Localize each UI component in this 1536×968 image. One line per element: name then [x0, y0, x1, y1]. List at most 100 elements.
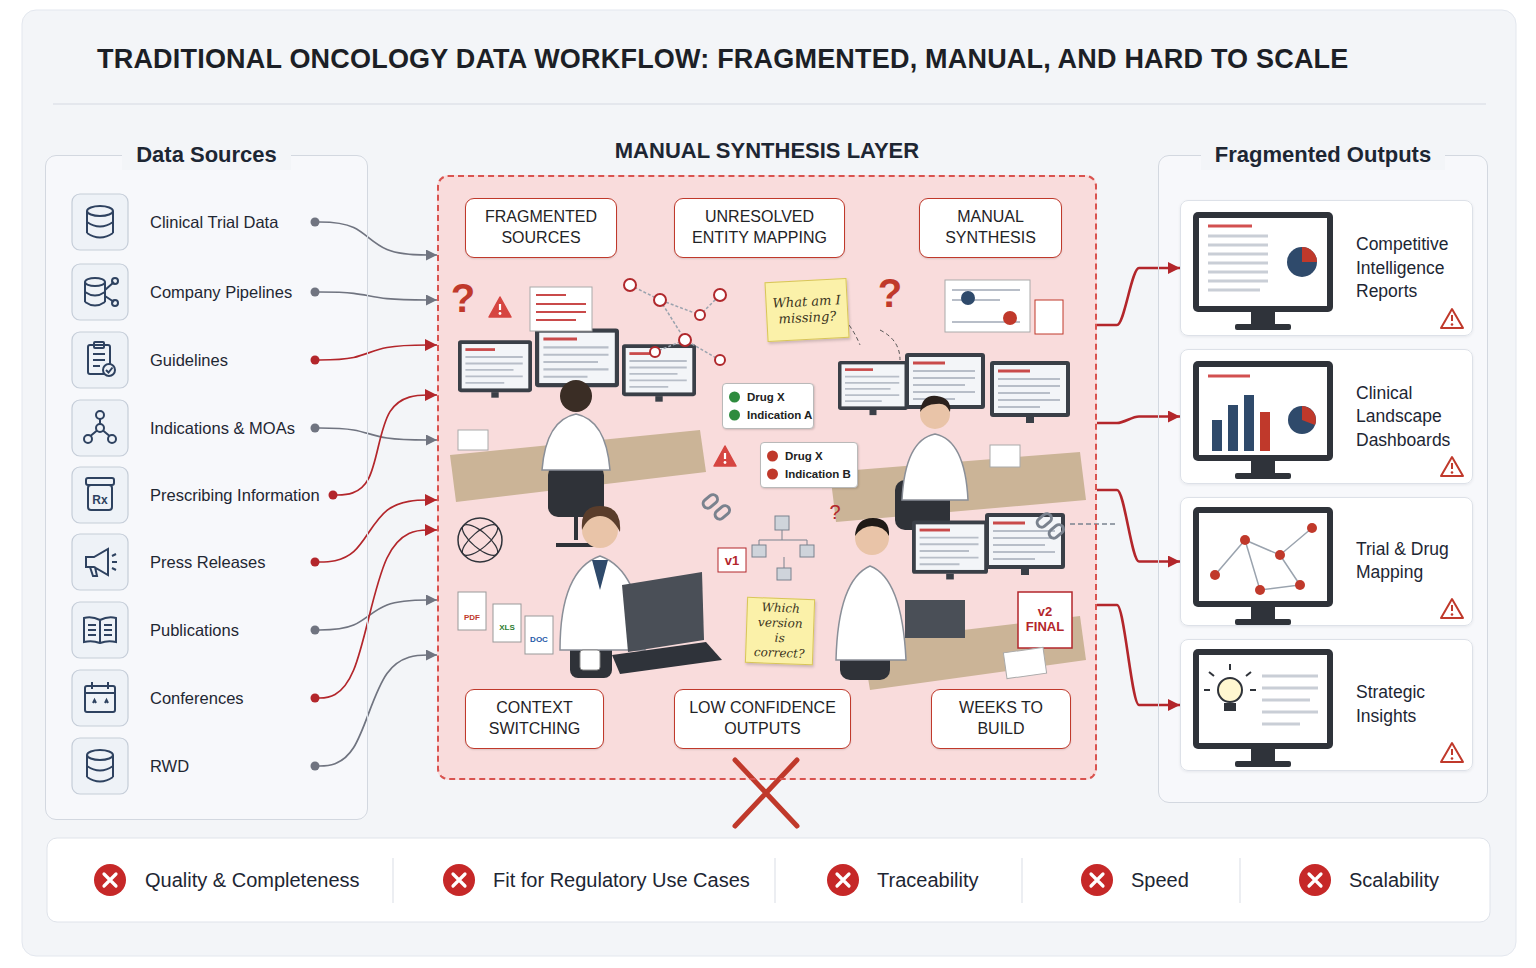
- source-item: Press Releases: [70, 531, 310, 593]
- note-text: What am I missing?: [770, 292, 844, 328]
- source-label: Guidelines: [150, 351, 228, 370]
- status-dot: [729, 410, 740, 421]
- question-mark: ?: [451, 276, 475, 321]
- connector-arrow: [312, 222, 437, 255]
- issue-tag: CONTEXT SWITCHING: [465, 689, 604, 749]
- divider-line: [53, 103, 1486, 104]
- source-label: Publications: [150, 621, 239, 640]
- connector-dot: [311, 288, 320, 297]
- file-type: DOC: [530, 635, 548, 644]
- connector-arrow: [330, 395, 437, 495]
- output-card: Clinical Landscape Dashboards: [1180, 349, 1473, 484]
- criterion-label: Fit for Regulatory Use Cases: [493, 869, 750, 892]
- output-card: Trial & Drug Mapping: [1180, 497, 1473, 626]
- status-icons: [728, 388, 742, 426]
- connector-arrow: [312, 600, 437, 630]
- source-label: RWD: [150, 757, 189, 776]
- question-mark: ?: [878, 271, 902, 316]
- file-type: PDF: [464, 613, 480, 622]
- source-item: Guidelines: [70, 329, 310, 391]
- connector-dot: [311, 356, 320, 365]
- issue-tag: UNRESOLVED ENTITY MAPPING: [674, 198, 845, 258]
- tag-label: FRAGMENTED SOURCES: [476, 207, 606, 249]
- tag-label: CONTEXT SWITCHING: [476, 698, 593, 740]
- connector-dot: [311, 558, 320, 567]
- status-icons: [766, 447, 780, 485]
- file-type: XLS: [499, 623, 515, 632]
- version-tag: v2 FINAL: [1021, 605, 1069, 635]
- source-label: Indications & MOAs: [150, 419, 295, 438]
- tag-label: MANUAL SYNTHESIS: [930, 207, 1051, 249]
- issue-tag: LOW CONFIDENCE OUTPUTS: [674, 689, 851, 749]
- source-item: Clinical Trial Data: [70, 191, 310, 253]
- source-label: Clinical Trial Data: [150, 213, 278, 232]
- criterion-label: Quality & Completeness: [145, 869, 360, 892]
- criterion-label: Scalability: [1349, 869, 1439, 892]
- source-label: Conferences: [150, 689, 244, 708]
- connector-dot: [329, 491, 338, 500]
- entity-card: Drug XIndication B: [760, 442, 858, 488]
- connector-dot: [311, 626, 320, 635]
- version-tag: v1: [725, 553, 739, 568]
- cross-mark: [735, 760, 797, 826]
- output-card-fills: [1180, 200, 1473, 771]
- source-label: Prescribing Information: [150, 486, 320, 505]
- panel-heading: Fragmented Outputs: [1201, 140, 1445, 170]
- connector-arrow: [312, 345, 437, 360]
- connector-dot: [311, 424, 320, 433]
- panel-fill: [437, 175, 1097, 780]
- status-dot: [767, 451, 778, 462]
- output-monitors: [1193, 212, 1333, 767]
- panel: Competitive Intelligence ReportsClinical…: [1158, 140, 1488, 803]
- panel-heading: MANUAL SYNTHESIS LAYER: [437, 136, 1097, 166]
- source-item: Publications: [70, 599, 310, 661]
- source-item: RWD: [70, 735, 310, 797]
- sticky-note: Which version is correct?: [745, 597, 815, 665]
- icon-text: Rx: [92, 493, 107, 507]
- connector-arrow: [1097, 490, 1180, 562]
- panel-fill: [45, 155, 368, 820]
- output-label: Trial & Drug Mapping: [1356, 538, 1468, 585]
- panel-heading: Data Sources: [122, 140, 291, 170]
- criteria-bar: [47, 838, 1490, 922]
- source-item: Indications & MOAs: [70, 397, 310, 459]
- connector-arrow: [1097, 268, 1180, 325]
- source-item: Conferences: [70, 667, 310, 729]
- connector-arrow: [312, 530, 437, 698]
- connector-dot: [311, 218, 320, 227]
- issue-tag: WEEKS TO BUILD: [931, 689, 1071, 749]
- issue-tag: FRAGMENTED SOURCES: [465, 198, 617, 258]
- card-text: Drug X: [729, 388, 807, 406]
- panel: FRAGMENTED SOURCES UNRESOLVED ENTITY MAPP…: [437, 136, 1097, 780]
- tag-label: LOW CONFIDENCE OUTPUTS: [685, 698, 840, 740]
- warning-icons: [1441, 309, 1463, 762]
- connector-dot: [311, 762, 320, 771]
- page-card: [22, 10, 1516, 956]
- tag-label: UNRESOLVED ENTITY MAPPING: [685, 207, 834, 249]
- card-text: Indication B: [767, 465, 851, 483]
- connector-arrow: [1097, 417, 1180, 424]
- card-text: Indication A: [729, 406, 807, 424]
- output-card: Strategic Insights: [1180, 639, 1473, 771]
- panel: Clinical Trial DataCompany PipelinesGuid…: [45, 140, 368, 820]
- source-item: Company Pipelines: [70, 261, 310, 323]
- connector-dot: [311, 694, 320, 703]
- issue-tag: MANUAL SYNTHESIS: [919, 198, 1062, 258]
- card-text: Drug X: [767, 447, 851, 465]
- source-label: Company Pipelines: [150, 283, 292, 302]
- criterion-label: Traceability: [877, 869, 979, 892]
- source-item: Prescribing Information: [70, 464, 328, 526]
- diagram-title: TRADITIONAL ONCOLOGY DATA WORKFLOW: FRAG…: [97, 44, 1349, 75]
- question-mark: ?: [829, 501, 840, 524]
- fail-icons: [94, 864, 1331, 896]
- sticky-note: What am I missing?: [764, 278, 849, 342]
- output-card: Competitive Intelligence Reports: [1180, 200, 1473, 336]
- entity-card: Drug XIndication A: [722, 383, 814, 429]
- tag-label: WEEKS TO BUILD: [942, 698, 1060, 740]
- output-label: Clinical Landscape Dashboards: [1356, 381, 1468, 452]
- criterion-label: Speed: [1131, 869, 1189, 892]
- connector-arrow: [312, 428, 437, 440]
- status-dot: [729, 392, 740, 403]
